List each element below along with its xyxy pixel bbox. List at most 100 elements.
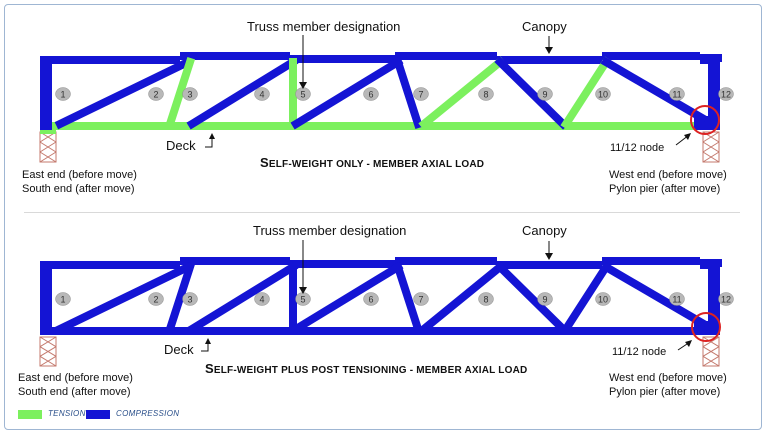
end-post-left	[40, 261, 52, 335]
tension-legend-label: TENSION	[48, 409, 86, 418]
svg-text:2: 2	[153, 295, 158, 305]
top-chord-segment	[290, 55, 395, 63]
member-number-7: 7	[413, 87, 429, 101]
panel-title-initial: S	[260, 155, 269, 170]
panel-title-rest: ELF-WEIGHT PLUS POST TENSIONING - MEMBER…	[214, 365, 528, 376]
panel-title: SELF-WEIGHT ONLY - MEMBER AXIAL LOAD	[260, 155, 484, 170]
canopy-label: Canopy	[522, 223, 567, 238]
bottom-chord	[46, 122, 716, 130]
member-number-1: 1	[55, 87, 71, 101]
truss-structure	[39, 257, 722, 367]
diagonal-d4	[186, 261, 299, 335]
diagonal-d6	[290, 56, 404, 130]
east-end-label: East end (before move)	[22, 169, 137, 181]
member-number-3: 3	[182, 292, 198, 306]
truss-member-designation-label: Truss member designation	[247, 19, 400, 34]
legend-compression: COMPRESSION	[86, 409, 196, 421]
diagonal-d3	[164, 261, 196, 335]
pylon-pier-label: Pylon pier (after move)	[609, 183, 720, 195]
top-chord-segment	[46, 261, 180, 269]
svg-text:6: 6	[368, 295, 373, 305]
svg-text:8: 8	[483, 90, 488, 100]
east-support	[39, 336, 57, 367]
member-number-9: 9	[537, 87, 553, 101]
member-number-7: 7	[413, 292, 429, 306]
member-number-5: 5	[295, 87, 311, 101]
compression-legend-label: COMPRESSION	[116, 409, 180, 418]
svg-text:12: 12	[721, 90, 731, 100]
bottom-chord	[46, 327, 716, 335]
end-post-left	[40, 56, 52, 130]
member-designation-arrowhead	[299, 82, 307, 89]
west-end-label: West end (before move)	[609, 169, 727, 181]
top-chord-segment	[290, 260, 395, 268]
truss-member-designation-label: Truss member designation	[253, 223, 406, 238]
deck-arrow	[205, 136, 213, 148]
diagonal-d8	[418, 56, 506, 130]
deck-arrowhead	[209, 133, 215, 139]
deck-arrow	[201, 341, 209, 352]
svg-text:12: 12	[721, 295, 731, 305]
legend-tension: TENSION	[18, 409, 98, 421]
svg-text:7: 7	[418, 90, 423, 100]
svg-text:5: 5	[300, 90, 305, 100]
svg-text:1: 1	[60, 90, 65, 100]
member-number-11: 11	[669, 87, 685, 101]
pylon-pier-label: Pylon pier (after move)	[609, 386, 720, 398]
member-number-5: 5	[295, 292, 311, 306]
svg-text:1: 1	[60, 295, 65, 305]
diagonal-d6	[290, 261, 404, 335]
compression-swatch	[86, 410, 110, 419]
member-number-6: 6	[363, 292, 379, 306]
node-11-12-label: 11/12 node	[612, 346, 666, 358]
svg-text:10: 10	[598, 90, 608, 100]
diagonal-d10	[560, 261, 612, 335]
member-number-2: 2	[148, 87, 164, 101]
diagonal-d7	[392, 261, 424, 335]
top-chord-segment	[395, 257, 497, 265]
diagonal-d11	[600, 56, 708, 124]
diagonal-d10	[560, 56, 612, 130]
east-support	[39, 131, 57, 163]
node-11-12-highlight	[691, 312, 721, 342]
top-chord-segment	[180, 52, 290, 60]
svg-text:9: 9	[542, 90, 547, 100]
member-number-10: 10	[595, 292, 611, 306]
svg-text:4: 4	[259, 90, 264, 100]
member-number-9: 9	[537, 292, 553, 306]
top-chord-segment	[497, 56, 602, 64]
node-arrowhead	[685, 340, 692, 347]
member-number-6: 6	[363, 87, 379, 101]
svg-text:11: 11	[672, 90, 681, 100]
member-number-4: 4	[254, 292, 270, 306]
top-chord-segment	[180, 257, 290, 265]
south-end-label: South end (after move)	[18, 386, 131, 398]
top-chord-segment	[395, 52, 497, 60]
member-designation-arrowhead	[299, 287, 307, 294]
member-number-8: 8	[478, 87, 494, 101]
member-number-1: 1	[55, 292, 71, 306]
member-number-10: 10	[595, 87, 611, 101]
east-end-label: East end (before move)	[18, 372, 133, 384]
panel-divider	[24, 212, 740, 213]
diagonal-d9	[494, 261, 569, 335]
svg-text:6: 6	[368, 90, 373, 100]
deck-arrowhead	[205, 338, 211, 344]
canopy-arrowhead	[545, 47, 553, 54]
top-chord-segment	[46, 56, 180, 64]
svg-text:9: 9	[542, 295, 547, 305]
member-number-4: 4	[254, 87, 270, 101]
panel-title: SELF-WEIGHT PLUS POST TENSIONING - MEMBE…	[205, 361, 527, 376]
member-number-8: 8	[478, 292, 494, 306]
deck-label: Deck	[166, 138, 196, 153]
west-end-label: West end (before move)	[609, 372, 727, 384]
svg-text:7: 7	[418, 295, 423, 305]
truss-structure	[39, 52, 722, 163]
member-number-3: 3	[182, 87, 198, 101]
south-end-label: South end (after move)	[22, 183, 135, 195]
deck-label: Deck	[164, 342, 194, 357]
